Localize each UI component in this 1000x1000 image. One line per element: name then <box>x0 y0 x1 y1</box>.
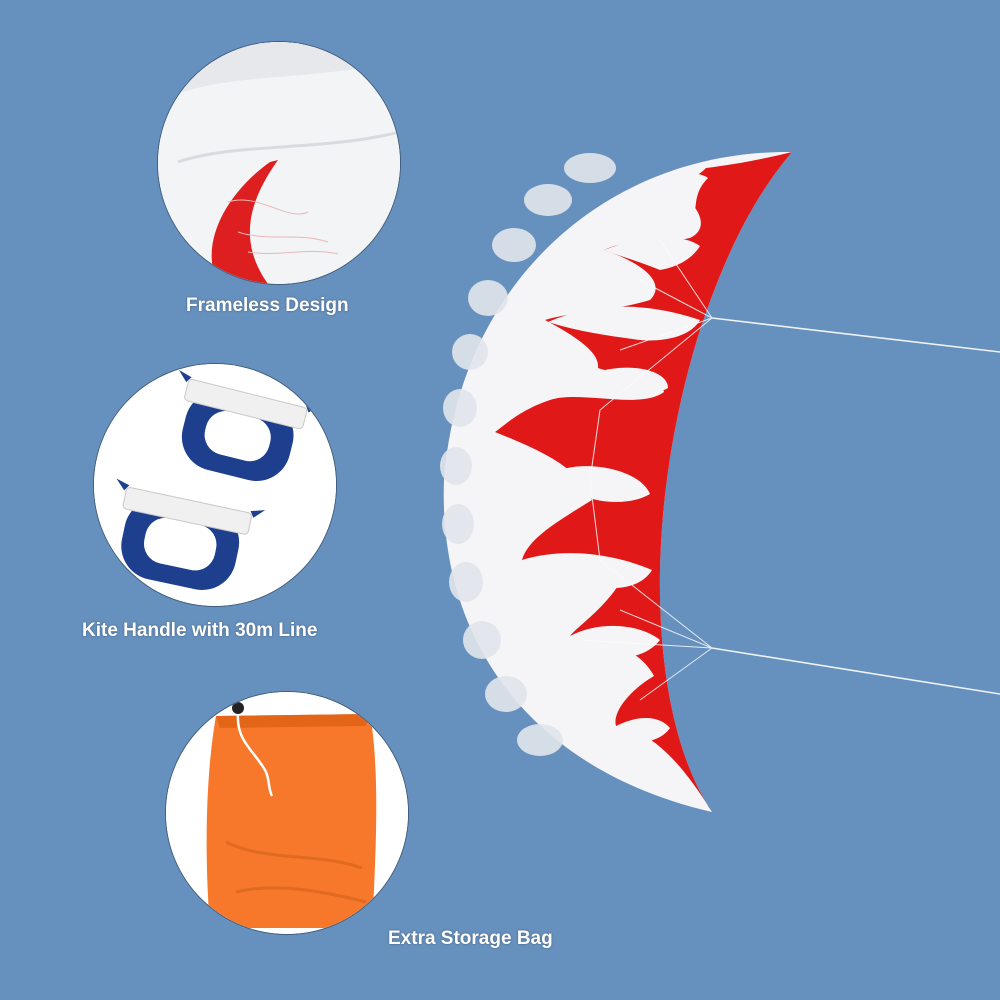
storage-bag-caption: Extra Storage Bag <box>388 928 553 949</box>
kite-handle-caption: Kite Handle with 30m Line <box>82 620 318 641</box>
kite-handle-thumbnail <box>94 364 336 606</box>
storage-bag-thumbnail <box>166 692 408 934</box>
kite-handles-icon <box>94 364 336 606</box>
orange-storage-bag-icon <box>166 692 408 934</box>
frameless-design-thumbnail <box>158 42 400 284</box>
frameless-design-caption: Frameless Design <box>186 295 349 316</box>
kite-fabric-closeup-icon <box>158 42 400 284</box>
